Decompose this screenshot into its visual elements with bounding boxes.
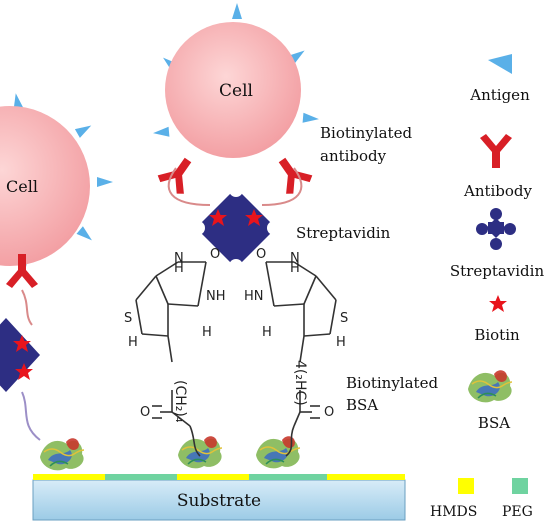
svg-text:O: O [210,247,220,262]
legend-antibody-icon [480,134,512,168]
svg-text:S: S [340,311,348,326]
svg-text:H: H [290,261,300,276]
top-left-antibody [155,150,202,198]
legend-antigen-icon [488,54,512,74]
svg-text:H: H [336,335,346,350]
left-cell [0,106,90,266]
legend-biotin-label: Biotin [474,326,520,344]
biotin-structure-right-text: O N H HN S H H 4(₂HC) O [244,247,348,420]
biotin-structure-right [265,261,337,457]
legend-streptavidin-icon [476,208,516,250]
top-cell [165,22,301,158]
biotin-structure-left-text: H N O NH S H H (CH₂)₄ O [124,247,226,423]
biotinylated-bsa-label-2: BSA [346,396,378,414]
svg-text:(CH₂)₄: (CH₂)₄ [172,380,188,423]
biotin-structure-left [135,261,207,457]
svg-text:H: H [174,261,184,276]
biotinylated-bsa-label-1: Biotinylated [346,374,438,392]
substrate [32,479,406,521]
svg-text:S: S [124,311,132,326]
biotinylated-antibody-label-2: antibody [320,147,387,165]
surface-coating [33,474,405,480]
svg-text:O: O [324,405,334,420]
bsa-protein-3 [255,435,301,470]
legend-streptavidin-label: Streptavidin [450,262,545,280]
svg-text:N: N [174,251,184,266]
legend-hmds-label: HMDS [430,504,477,520]
legend-antigen-label: Antigen [469,86,530,104]
legend-bsa-label: BSA [478,414,510,432]
substrate-label: Substrate [177,491,261,511]
svg-text:N: N [290,251,300,266]
legend-peg-swatch [512,478,528,494]
svg-text:H: H [202,325,212,340]
biotinylated-antibody-label-1: Biotinylated [320,124,412,142]
svg-text:H: H [128,335,138,350]
legend: Antigen Antibody Streptavidin Biotin BSA… [430,54,544,520]
legend-biotin-icon [489,295,507,312]
svg-text:NH: NH [206,289,226,304]
svg-text:4(₂HC): 4(₂HC) [292,360,308,406]
svg-text:H: H [262,325,272,340]
left-streptavidin [0,318,40,392]
svg-text:O: O [256,247,266,262]
legend-peg-label: PEG [502,504,533,520]
svg-text:HN: HN [244,289,264,304]
top-cell-label: Cell [219,81,253,101]
legend-bsa-icon [467,369,513,404]
left-cell-group: Cell [0,92,113,441]
svg-text:O: O [140,405,150,420]
bsa-protein-2 [177,435,223,470]
legend-antibody-label: Antibody [463,182,533,200]
center-streptavidin [191,183,281,273]
left-cell-label: Cell [6,177,38,196]
top-cell-group: Cell [152,3,320,158]
bsa-protein-1 [39,437,85,472]
top-right-antibody [268,150,315,198]
streptavidin-label: Streptavidin [296,224,391,242]
legend-hmds-swatch [458,478,474,494]
